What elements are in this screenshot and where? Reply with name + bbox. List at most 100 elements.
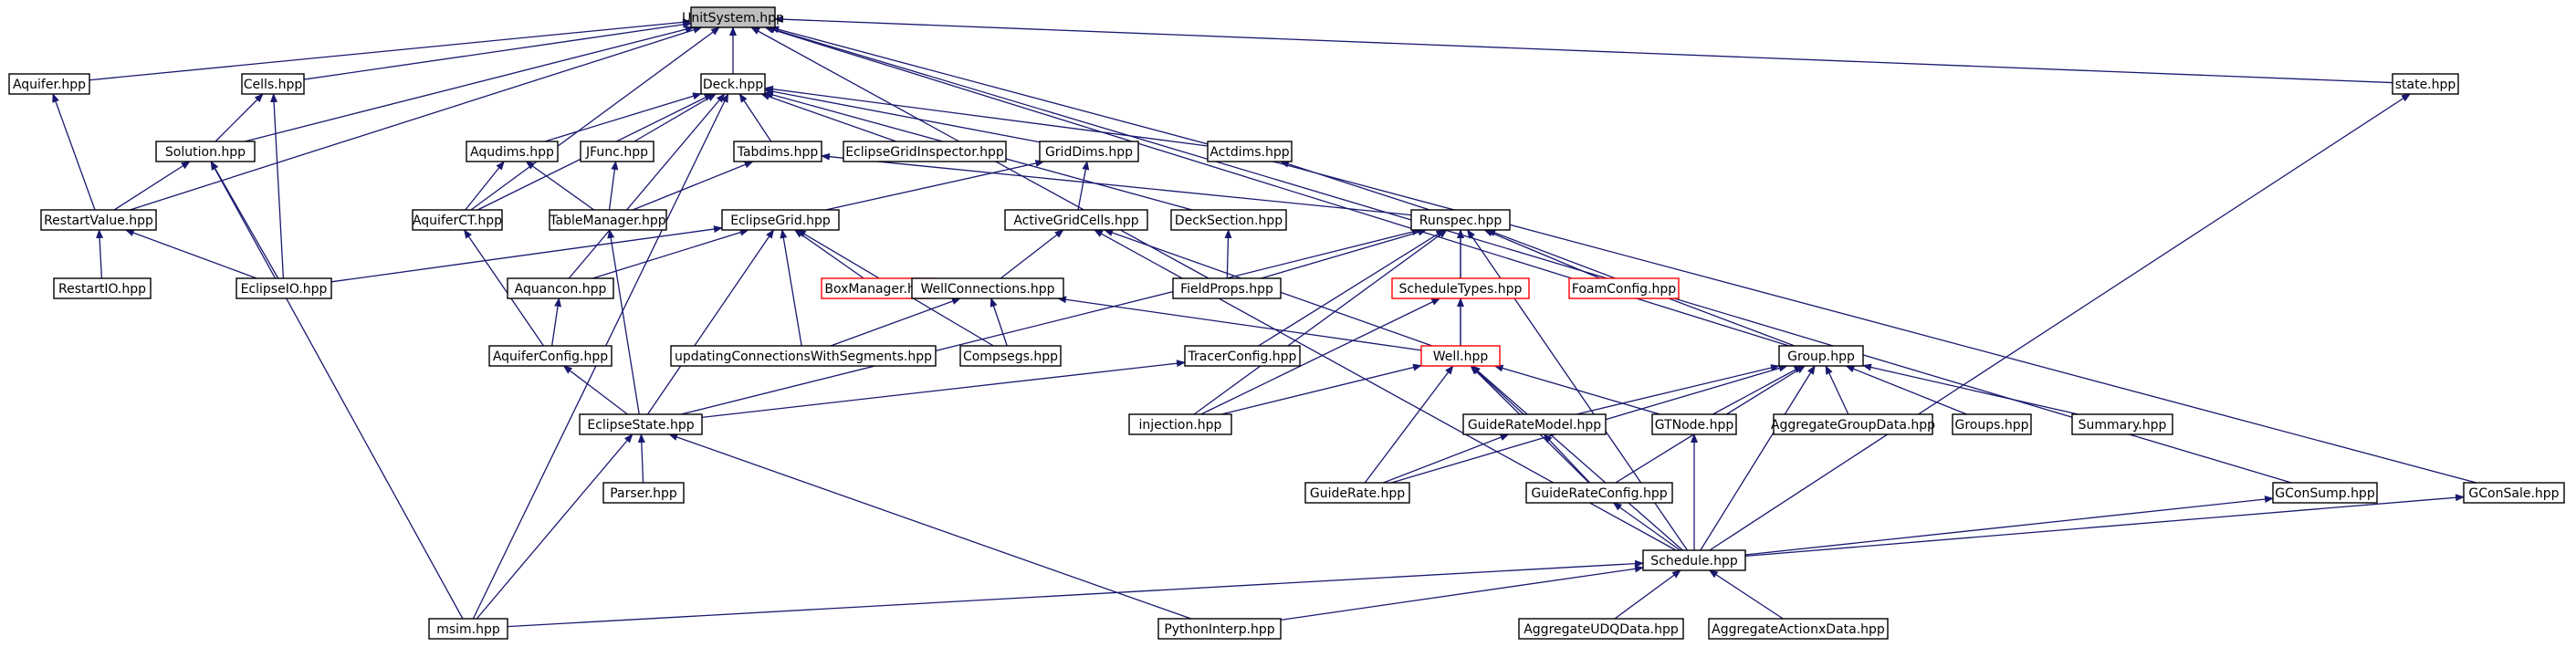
edge-aggregate-group-data-to-group — [1825, 365, 1849, 415]
node-restart-value[interactable]: RestartValue.hpp — [40, 209, 157, 231]
node-parser[interactable]: Parser.hpp — [602, 482, 685, 504]
edge-injection-to-runspec — [1193, 229, 1448, 415]
edge-eclipse-state-to-eclipse-grid — [646, 229, 775, 415]
node-state[interactable]: state.hpp — [2392, 73, 2459, 95]
edge-well-to-well-connections — [1057, 296, 1422, 351]
edge-updating-connections-to-well-connections — [830, 297, 961, 347]
node-groups[interactable]: Groups.hpp — [1952, 413, 2032, 435]
node-aggregate-actionx-data[interactable]: AggregateActionxData.hpp — [1708, 618, 1889, 640]
edge-msim-to-eclipse-state — [476, 433, 634, 620]
node-injection[interactable]: injection.hpp — [1128, 413, 1232, 435]
edge-tracer-config-to-runspec — [1258, 229, 1446, 347]
edge-eclipse-io-to-eclipse-grid — [330, 225, 723, 283]
node-label: EclipseIO.hpp — [241, 282, 328, 297]
node-aquancon[interactable]: Aquancon.hpp — [507, 277, 614, 299]
node-active-grid-cells[interactable]: ActiveGridCells.hpp — [1004, 209, 1148, 231]
node-box — [700, 73, 766, 95]
node-unit-system[interactable]: UnitSystem.hpp — [682, 6, 784, 28]
node-aquifer-config[interactable]: AquiferConfig.hpp — [488, 345, 613, 367]
node-eclipse-grid-inspector[interactable]: EclipseGridInspector.hpp — [843, 141, 1007, 162]
node-aquifer-ct[interactable]: AquiferCT.hpp — [412, 209, 503, 231]
node-aqudims[interactable]: Aqudims.hpp — [466, 141, 559, 162]
node-msim[interactable]: msim.hpp — [428, 618, 508, 640]
node-updating-connections[interactable]: updatingConnectionsWithSegments.hpp — [670, 345, 937, 367]
edge-actdims-to-deck — [764, 85, 1209, 147]
node-box — [1525, 482, 1673, 504]
edge-aquifer-ct-to-unit-system — [470, 26, 720, 211]
node-box — [2463, 482, 2565, 504]
node-python-interp[interactable]: PythonInterp.hpp — [1157, 618, 1282, 640]
node-restart-io[interactable]: RestartIO.hpp — [53, 277, 152, 299]
node-foam-config[interactable]: FoamConfig.hpp — [1568, 277, 1680, 299]
node-box — [1773, 413, 1933, 435]
edge-guide-rate-config-to-guide-rate-model — [1543, 433, 1591, 484]
node-box — [1568, 277, 1680, 299]
node-runspec[interactable]: Runspec.hpp — [1410, 209, 1511, 231]
edge-schedule-to-state — [1709, 93, 2411, 551]
node-well-connections[interactable]: WellConnections.hpp — [911, 277, 1064, 299]
node-eclipse-state[interactable]: EclipseState.hpp — [579, 413, 703, 435]
node-aggregate-udqdata[interactable]: AggregateUDQData.hpp — [1518, 618, 1684, 640]
edge-msim-to-schedule — [507, 559, 1644, 628]
node-aggregate-group-data[interactable]: AggregateGroupData.hpp — [1771, 413, 1935, 435]
node-well[interactable]: Well.hpp — [1420, 345, 1501, 367]
node-schedule-types[interactable]: ScheduleTypes.hpp — [1391, 277, 1530, 299]
edge-injection-to-schedule-types — [1200, 297, 1441, 415]
node-label: RestartIO.hpp — [58, 282, 146, 297]
node-box — [1157, 618, 1282, 640]
node-gcon-sump[interactable]: GConSump.hpp — [2272, 482, 2378, 504]
node-box — [236, 277, 332, 299]
node-label: GConSump.hpp — [2275, 486, 2375, 501]
node-solution[interactable]: Solution.hpp — [155, 141, 256, 162]
node-deck-section[interactable]: DeckSection.hpp — [1170, 209, 1287, 231]
node-group[interactable]: Group.hpp — [1778, 345, 1864, 367]
edge-aquifer-ct-to-aqudims — [465, 161, 505, 211]
edge-solution-to-cells — [215, 93, 264, 142]
edge-gtnode-to-group — [1712, 365, 1804, 415]
node-label: Tabdims.hpp — [737, 145, 819, 160]
node-eclipse-grid[interactable]: EclipseGrid.hpp — [721, 209, 840, 231]
node-box — [1778, 345, 1864, 367]
node-box — [1708, 618, 1889, 640]
node-guide-rate-model[interactable]: GuideRateModel.hpp — [1462, 413, 1607, 435]
node-deck[interactable]: Deck.hpp — [700, 73, 766, 95]
node-label: FoamConfig.hpp — [1572, 282, 1676, 297]
node-box — [670, 345, 937, 367]
node-grid-dims[interactable]: GridDims.hpp — [1039, 141, 1139, 162]
edge-jfunc-to-deck — [634, 93, 717, 142]
edge-state-to-unit-system — [774, 16, 2393, 84]
node-gcon-sale[interactable]: GConSale.hpp — [2463, 482, 2565, 504]
node-box-manager[interactable]: BoxManager.hpp — [821, 277, 936, 299]
edge-gtnode-to-well — [1493, 364, 1660, 415]
node-box — [241, 73, 305, 95]
node-table-manager[interactable]: TableManager.hpp — [549, 209, 667, 231]
node-eclipse-io[interactable]: EclipseIO.hpp — [236, 277, 332, 299]
node-jfunc[interactable]: JFunc.hpp — [580, 141, 654, 162]
node-gtnode[interactable]: GTNode.hpp — [1651, 413, 1737, 435]
node-tabdims[interactable]: Tabdims.hpp — [733, 141, 822, 162]
node-actdims[interactable]: Actdims.hpp — [1207, 141, 1293, 162]
node-field-props[interactable]: FieldProps.hpp — [1172, 277, 1282, 299]
node-compsegs[interactable]: Compsegs.hpp — [959, 345, 1062, 367]
edge-groups-to-group — [1845, 365, 1967, 415]
node-guide-rate-config[interactable]: GuideRateConfig.hpp — [1525, 482, 1673, 504]
node-guide-rate[interactable]: GuideRate.hpp — [1304, 482, 1410, 504]
node-box — [2272, 482, 2378, 504]
node-tracer-config[interactable]: TracerConfig.hpp — [1184, 345, 1301, 367]
node-label: AggregateActionxData.hpp — [1712, 622, 1885, 637]
node-label: AquiferCT.hpp — [413, 214, 502, 228]
node-box — [1207, 141, 1293, 162]
node-cells[interactable]: Cells.hpp — [241, 73, 305, 95]
edge-gcon-sump-to-unit-system — [765, 26, 2292, 484]
edge-eclipse-state-to-aquifer-config — [562, 365, 628, 415]
node-schedule[interactable]: Schedule.hpp — [1642, 549, 1746, 571]
node-label: Deck.hpp — [703, 78, 763, 92]
node-aquifer[interactable]: Aquifer.hpp — [8, 73, 90, 95]
edge-table-manager-to-jfunc — [608, 161, 619, 211]
node-summary[interactable]: Summary.hpp — [2071, 413, 2173, 435]
node-box — [1651, 413, 1737, 435]
edge-schedule-to-group — [1700, 365, 1816, 551]
node-box — [466, 141, 559, 162]
node-box — [8, 73, 90, 95]
